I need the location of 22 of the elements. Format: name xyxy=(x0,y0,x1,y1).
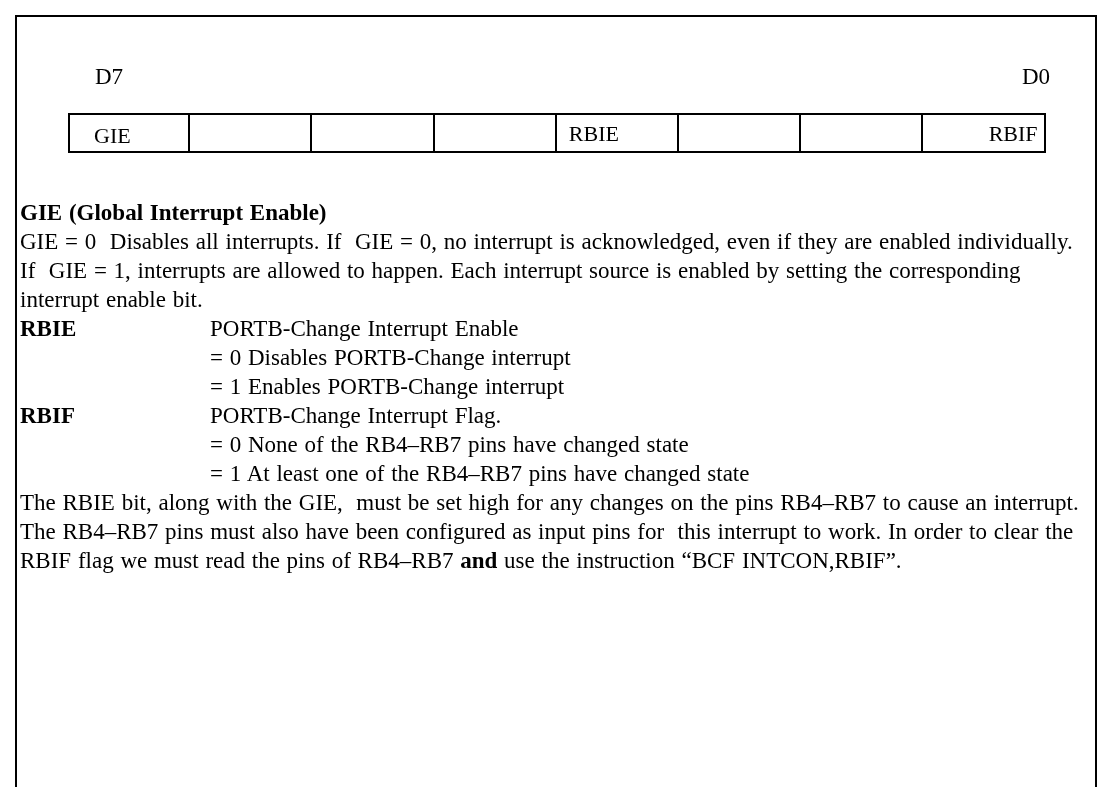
register-bit-cell xyxy=(432,113,557,153)
description-text: PORTB-Change Interrupt Flag. xyxy=(210,402,503,430)
register-bit-cell: GIE xyxy=(68,113,191,153)
bit-name: RBIF xyxy=(20,402,76,430)
bit-number: D0 xyxy=(1022,63,1052,91)
description-text: = 1 At least one of the RB4–RB7 pins have changed state xyxy=(210,460,751,488)
description-text: = 0 None of the RB4–RB7 pins have changed state xyxy=(210,431,690,459)
description-text: The RBIE bit, along with the GIE, must be set high for any changes on the pins RB4–RB7 to cause an interrupt. The RB4–RB7 pins must also have been configured as input pins for this interrupt to work. In order to clear the RBIF flag we must read the pins of RB4–RB7 and use the instruction “BCF INTCON,RBIF”. xyxy=(20,489,1080,575)
description-text: = 0 Disables PORTB-Change interrupt xyxy=(210,344,572,372)
bit-number: D7 xyxy=(95,63,125,91)
description-text: GIE = 0 Disables all interrupts. If GIE = 0, no interrupt is acknowledged, even if they are enabled individually. xyxy=(20,228,1074,256)
description-text: PORTB-Change Interrupt Enable xyxy=(210,315,520,343)
register-bit-cell xyxy=(799,113,924,153)
description-text: If GIE = 1, interrupts are allowed to happen. Each interrupt source is enabled by setting the corresponding interrupt enable bit. xyxy=(20,257,1022,314)
section-heading: GIE (Global Interrupt Enable) xyxy=(20,199,328,227)
bit-name: RBIE xyxy=(20,315,78,343)
register-bit-cell: RBIE xyxy=(554,113,679,153)
register-bit-cell xyxy=(310,113,435,153)
register-bit-cell: RBIF xyxy=(921,113,1046,153)
register-bit-cell xyxy=(677,113,802,153)
register-bit-cell xyxy=(188,113,313,153)
description-text: = 1 Enables PORTB-Change interrupt xyxy=(210,373,566,401)
